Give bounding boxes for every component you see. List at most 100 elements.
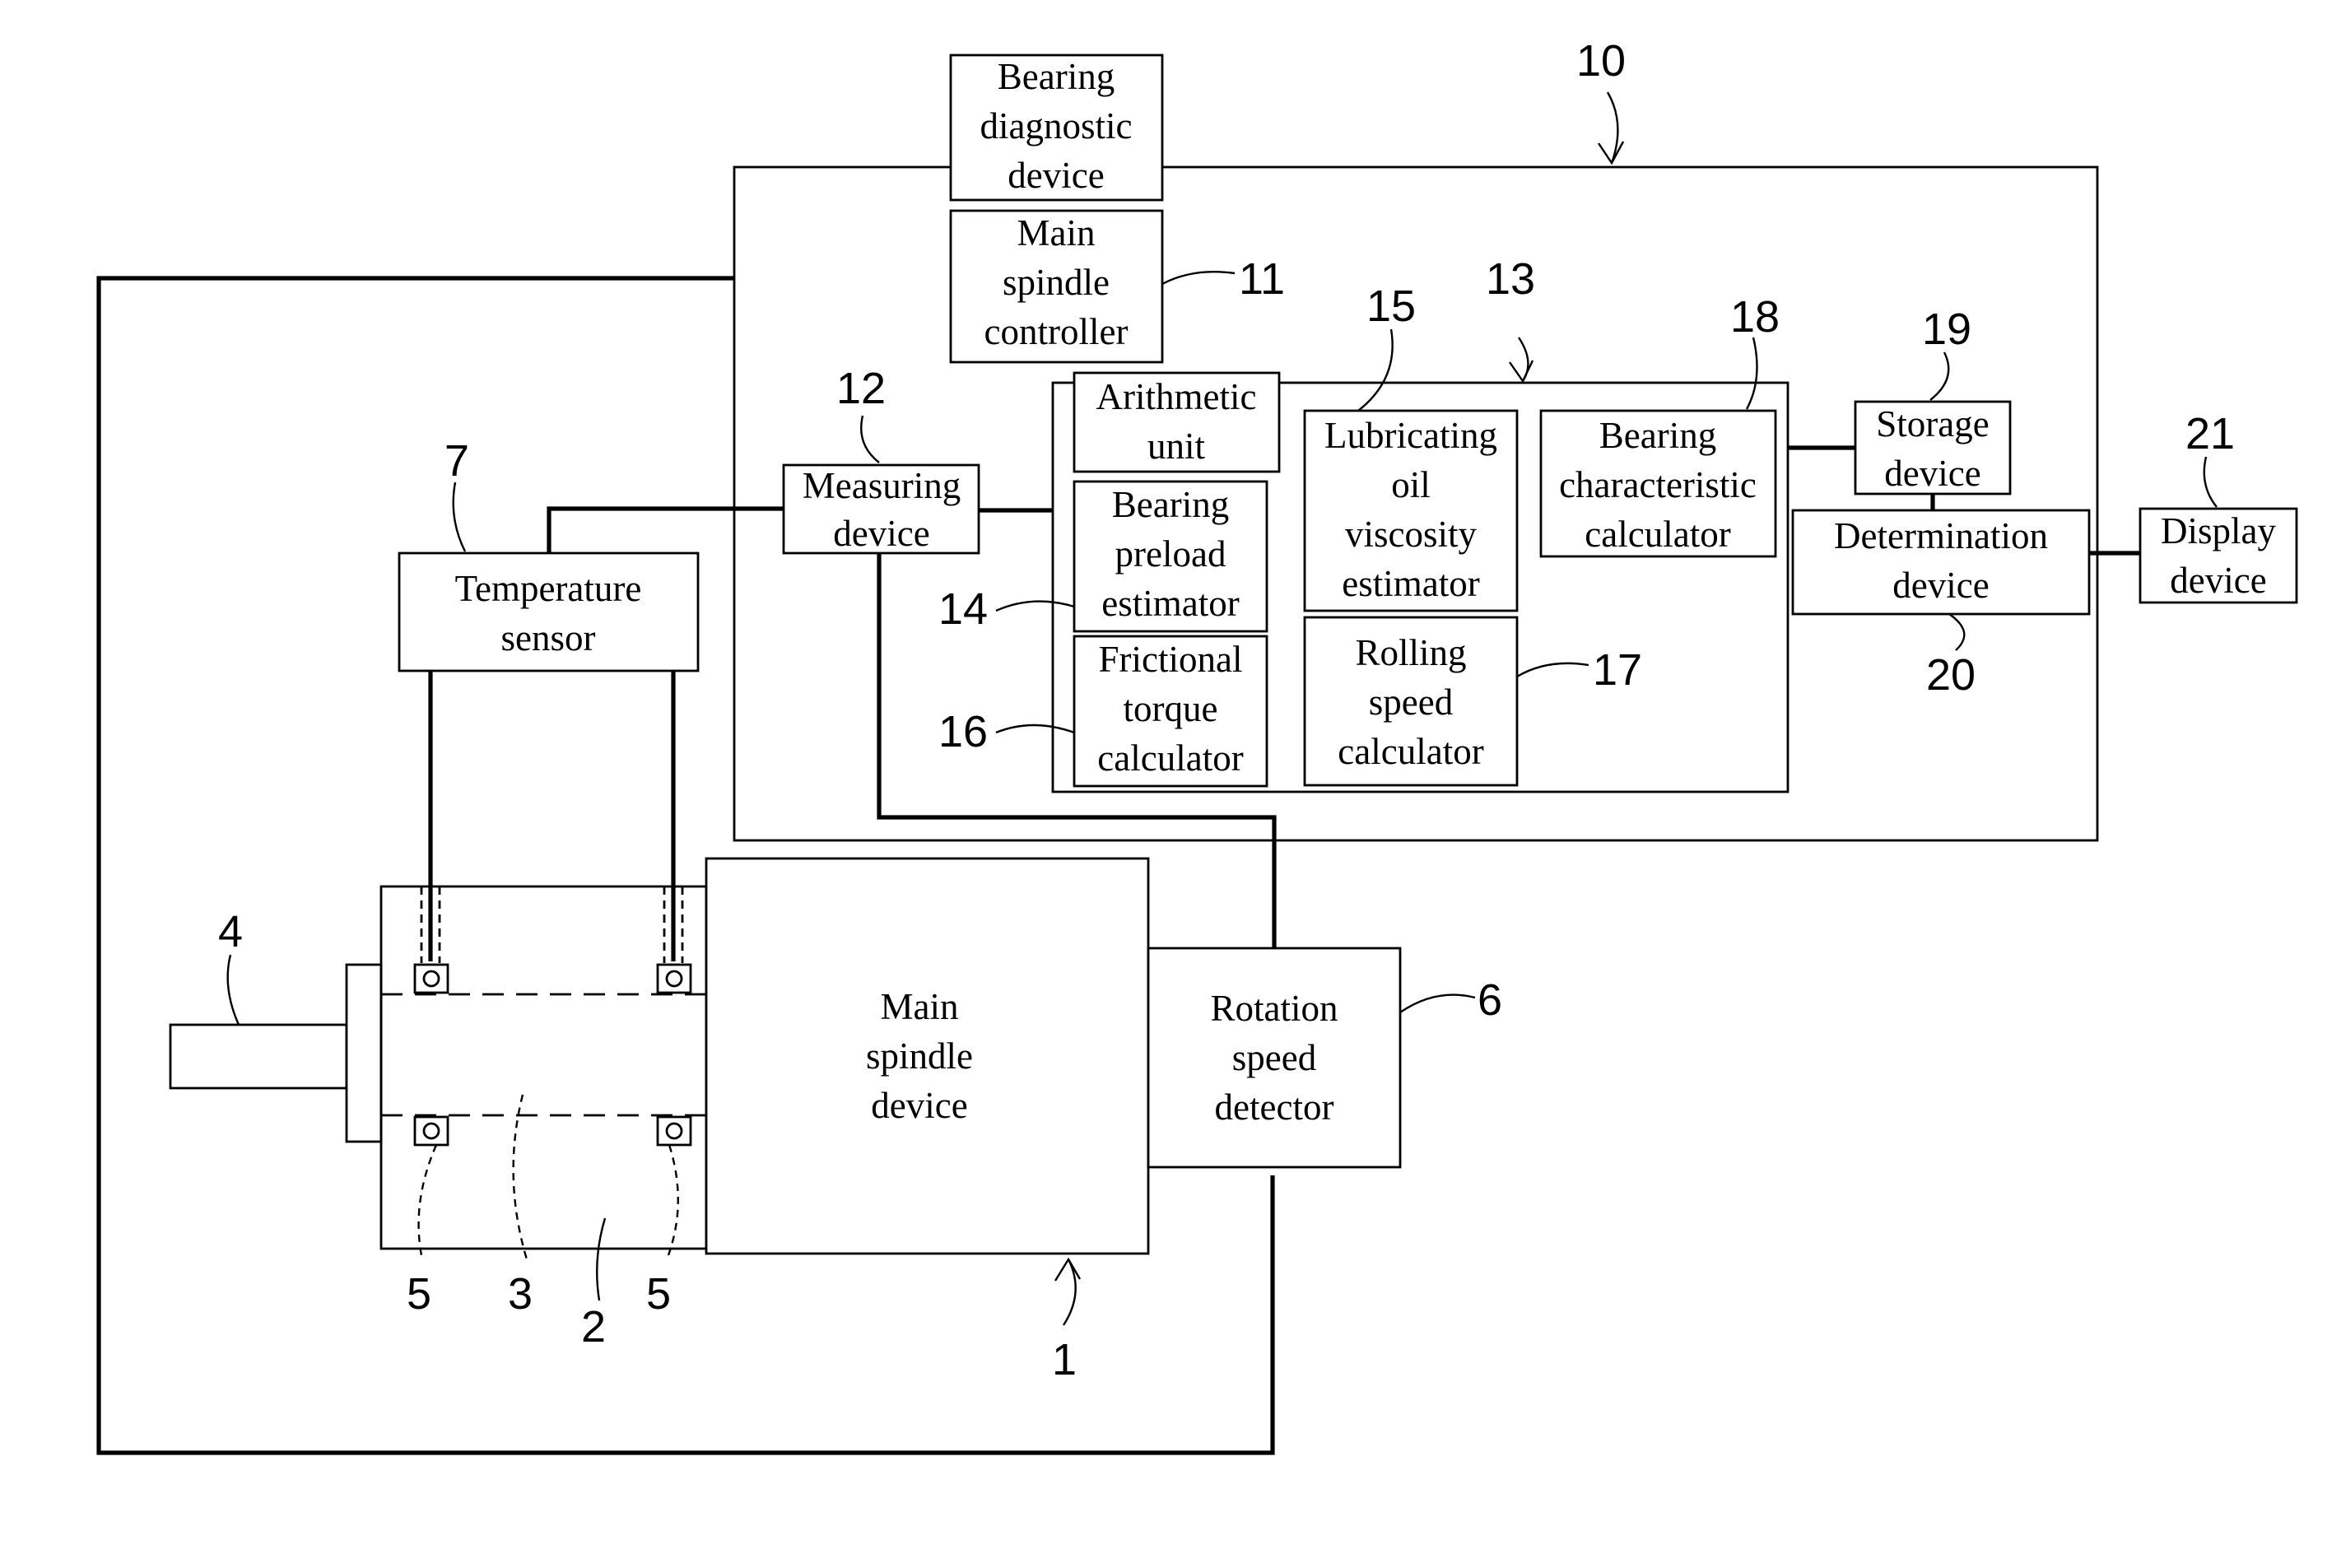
bearing-lower-left: [415, 1117, 448, 1145]
main-spindle-controller-line-1: Main: [1017, 212, 1096, 254]
arithmetic-unit-label-block: Arithmetic unit: [1074, 373, 1279, 472]
determination-device-line-1: Determination: [1834, 515, 2048, 556]
main-spindle-device-line-1: Main: [881, 986, 959, 1027]
measuring-device-line-2: device: [833, 513, 929, 554]
ref-15: 15: [1366, 281, 1416, 331]
leader-20: [1949, 614, 1964, 650]
bearing-diagnostic-device-line-3: device: [1008, 155, 1104, 196]
leader-3: [514, 1095, 527, 1259]
ref-1: 1: [1052, 1335, 1077, 1384]
leader-10-head: [1599, 142, 1623, 163]
leader-16: [996, 725, 1074, 733]
ref-3: 3: [508, 1269, 533, 1319]
lubricating-oil-viscosity-estimator-line-1: Lubricating: [1324, 415, 1497, 456]
leader-1-head: [1055, 1259, 1080, 1281]
bearing-preload-estimator-block: Bearing preload estimator: [1074, 482, 1267, 631]
ref-10: 10: [1576, 36, 1626, 86]
rotation-speed-detector-line-3: detector: [1215, 1086, 1334, 1128]
bearing-diagnostic-device-line-1: Bearing: [998, 56, 1115, 97]
frictional-torque-calculator-block: Frictional torque calculator: [1074, 636, 1267, 786]
ref-11: 11: [1239, 254, 1285, 304]
measuring-device-line-1: Measuring: [803, 465, 961, 506]
bearing-lower-right: [658, 1117, 691, 1145]
bearing-upper-left: [415, 965, 448, 993]
leader-15: [1358, 329, 1393, 411]
leader-13-head: [1510, 361, 1533, 381]
frictional-torque-calculator-line-3: calculator: [1097, 737, 1243, 779]
leader-6: [1400, 995, 1475, 1012]
main-shaft-end: [170, 1025, 347, 1088]
main-spindle-controller-block: Main spindle controller: [951, 211, 1162, 362]
bearing-diagnostic-device-line-2: diagnostic: [980, 105, 1133, 147]
frictional-torque-calculator-line-2: torque: [1124, 688, 1218, 729]
ref-5-left: 5: [407, 1269, 431, 1319]
leader-4: [228, 955, 239, 1025]
main-spindle-controller-line-2: spindle: [1003, 262, 1110, 303]
arithmetic-unit-line-2: unit: [1147, 426, 1206, 467]
rotation-speed-detector-line-1: Rotation: [1211, 988, 1338, 1029]
leader-10: [1608, 92, 1617, 163]
ref-17: 17: [1593, 645, 1642, 695]
ref-4: 4: [218, 907, 243, 956]
display-device-block: Display device: [2140, 509, 2297, 603]
bearing-characteristic-calculator-block: Bearing characteristic calculator: [1541, 411, 1776, 556]
rolling-speed-calculator-block: Rolling speed calculator: [1305, 617, 1517, 785]
bearing-preload-estimator-line-3: estimator: [1101, 583, 1239, 624]
bearing-preload-estimator-line-2: preload: [1115, 533, 1226, 575]
main-spindle-device-line-3: device: [871, 1085, 967, 1126]
rolling-speed-calculator-line-3: calculator: [1338, 731, 1483, 772]
arithmetic-unit-line-1: Arithmetic: [1096, 376, 1257, 417]
temperature-sensor-line-2: sensor: [501, 617, 596, 658]
lubricating-oil-viscosity-estimator-line-3: viscosity: [1345, 514, 1478, 555]
leader-2: [597, 1218, 605, 1300]
ref-13: 13: [1486, 254, 1535, 304]
determination-device-block: Determination device: [1793, 510, 2089, 614]
display-device-line-2: device: [2170, 560, 2266, 601]
bearing-upper-right: [658, 965, 691, 993]
lubricating-oil-viscosity-estimator-line-4: estimator: [1342, 563, 1479, 604]
shaft-flange: [347, 965, 381, 1142]
leader-12: [861, 416, 879, 463]
storage-device-block: Storage device: [1855, 402, 2010, 494]
temperature-sensor-block: Temperature sensor: [399, 553, 698, 671]
leader-11: [1162, 272, 1235, 284]
ref-21: 21: [2185, 409, 2235, 458]
bearing-characteristic-calculator-line-3: calculator: [1585, 514, 1730, 555]
leader-21: [2204, 457, 2217, 507]
ref-5-right: 5: [646, 1269, 671, 1319]
leader-5-left: [419, 1145, 436, 1255]
leader-7: [454, 482, 465, 551]
leader-17: [1517, 663, 1589, 677]
ref-6: 6: [1478, 975, 1502, 1025]
display-device-line-1: Display: [2161, 510, 2276, 551]
bearing-preload-estimator-line-1: Bearing: [1112, 484, 1229, 525]
bearing-characteristic-calculator-line-2: characteristic: [1559, 464, 1757, 505]
lubricating-oil-viscosity-estimator-block: Lubricating oil viscosity estimator: [1305, 411, 1517, 611]
ref-18: 18: [1730, 292, 1780, 342]
ref-7: 7: [444, 436, 469, 486]
storage-device-line-2: device: [1884, 453, 1980, 494]
frictional-torque-calculator-line-1: Frictional: [1099, 639, 1243, 680]
leader-5-right: [668, 1145, 678, 1255]
ref-14: 14: [938, 584, 988, 634]
temperature-sensor-line-1: Temperature: [455, 568, 642, 609]
temp-sensor-to-measuring-wire: [549, 509, 784, 553]
main-spindle-device-block: Main spindle device: [706, 858, 1148, 1254]
determination-device-line-2: device: [1892, 565, 1989, 606]
leader-18: [1747, 337, 1757, 409]
ref-20: 20: [1926, 650, 1976, 700]
measuring-device-block: Measuring device: [784, 465, 979, 554]
storage-device-line-1: Storage: [1876, 403, 1989, 444]
bearing-characteristic-calculator-line-1: Bearing: [1599, 415, 1716, 456]
ref-16: 16: [938, 707, 988, 756]
lubricating-oil-viscosity-estimator-line-2: oil: [1391, 464, 1431, 505]
bearing-diagnostic-device-block: Bearing diagnostic device: [951, 55, 1162, 200]
rolling-speed-calculator-line-2: speed: [1369, 682, 1453, 723]
ref-2: 2: [581, 1302, 606, 1352]
rotation-speed-detector-line-2: speed: [1232, 1037, 1316, 1078]
main-spindle-device-line-2: spindle: [866, 1035, 973, 1077]
leader-19: [1930, 352, 1948, 400]
ref-12: 12: [836, 364, 886, 413]
rolling-speed-calculator-line-1: Rolling: [1355, 632, 1466, 673]
